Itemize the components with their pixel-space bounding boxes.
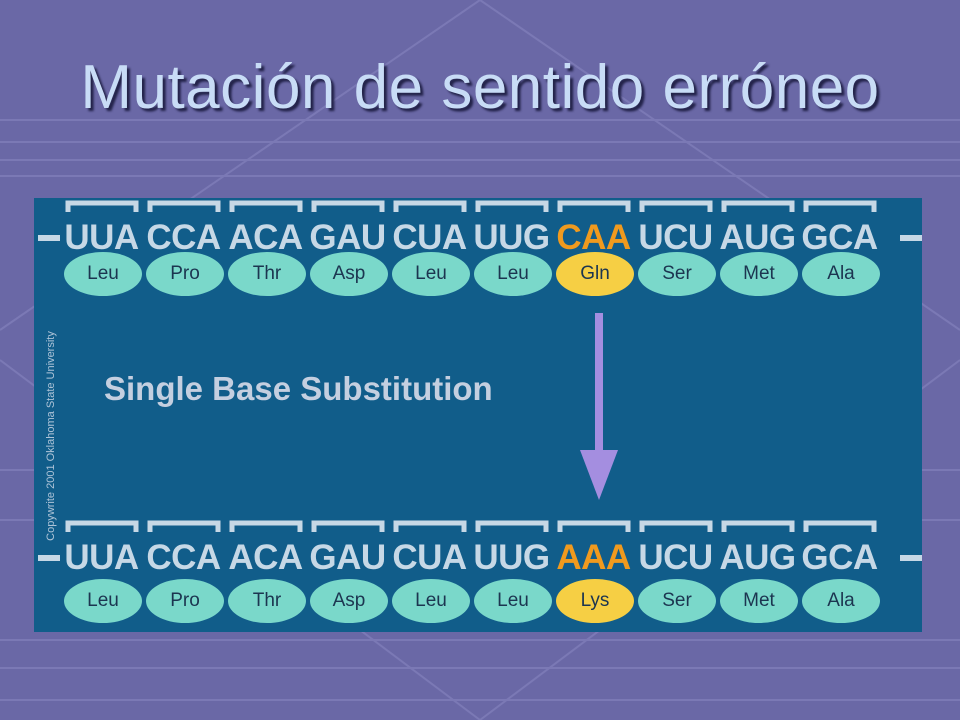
amino-acid: Leu	[64, 579, 142, 623]
amino-acid: Thr	[228, 579, 306, 623]
codon: AUG	[719, 218, 796, 257]
codon-bracket	[721, 200, 795, 212]
codon-bracket	[803, 520, 877, 532]
codon: GCA	[801, 218, 878, 257]
codon-bracket	[311, 520, 385, 532]
amino-acid: Ala	[802, 579, 880, 623]
amino-acid: Ala	[802, 252, 880, 296]
codon: UUG	[473, 218, 550, 257]
codon: CCA	[146, 218, 221, 257]
figure-graphics	[65, 200, 877, 532]
codon-bracket	[393, 520, 467, 532]
codon: GCA	[801, 538, 878, 577]
codon: UUG	[473, 538, 550, 577]
amino-acid: Met	[720, 579, 798, 623]
codon-bracket	[147, 520, 221, 532]
strand-end-dash	[900, 235, 922, 241]
amino-acid: Ser	[638, 252, 716, 296]
mutated-mrna-strand: UUA CCA ACA GAU CUA UUG AAA UCU AUG GCA	[34, 538, 922, 578]
codon-original-highlighted: CAA	[556, 218, 631, 257]
original-amino-acid-row: Leu Pro Thr Asp Leu Leu Gln Ser Met Ala	[34, 252, 922, 298]
codon-bracket	[803, 200, 877, 212]
codon-bracket	[393, 200, 467, 212]
amino-acid-original-highlighted: Gln	[556, 252, 634, 296]
codon: GAU	[309, 218, 386, 257]
codon-bracket	[557, 520, 631, 532]
amino-acid: Asp	[310, 252, 388, 296]
codon: CUA	[392, 538, 467, 577]
amino-acid: Thr	[228, 252, 306, 296]
codon: GAU	[309, 538, 386, 577]
amino-acid: Leu	[474, 252, 552, 296]
amino-acid: Pro	[146, 579, 224, 623]
amino-acid: Leu	[474, 579, 552, 623]
codon: ACA	[228, 538, 303, 577]
codon-bracket	[557, 200, 631, 212]
down-arrow	[580, 313, 618, 500]
mutation-figure: UUA CCA ACA GAU CUA UUG CAA UCU AUG GCA …	[34, 198, 922, 632]
slide-title: Mutación de sentido erróneo	[80, 53, 880, 122]
codon-mutated-highlighted: AAA	[556, 538, 631, 577]
codon-bracket	[65, 200, 139, 212]
strand-end-dash	[900, 555, 922, 561]
amino-acid: Asp	[310, 579, 388, 623]
codon: CUA	[392, 218, 467, 257]
codon-bracket	[311, 200, 385, 212]
codon-bracket	[229, 200, 303, 212]
codon-bracket	[475, 200, 549, 212]
amino-acid: Met	[720, 252, 798, 296]
amino-acid: Leu	[392, 579, 470, 623]
mutated-amino-acid-row: Leu Pro Thr Asp Leu Leu Lys Ser Met Ala	[34, 579, 922, 625]
codon: AUG	[719, 538, 796, 577]
codon-bracket	[65, 520, 139, 532]
codon-bracket	[639, 520, 713, 532]
codon: ACA	[228, 218, 303, 257]
codon: CCA	[146, 538, 221, 577]
codon: UUA	[64, 218, 139, 257]
strand-end-dash	[38, 555, 60, 561]
codon-bracket	[721, 520, 795, 532]
amino-acid: Leu	[392, 252, 470, 296]
substitution-label: Single Base Substitution	[104, 370, 493, 407]
codon-bracket	[147, 200, 221, 212]
amino-acid: Ser	[638, 579, 716, 623]
amino-acid: Pro	[146, 252, 224, 296]
original-mrna-strand: UUA CCA ACA GAU CUA UUG CAA UCU AUG GCA	[34, 218, 922, 258]
codon: UCU	[638, 538, 713, 577]
amino-acid: Leu	[64, 252, 142, 296]
amino-acid-mutated-highlighted: Lys	[556, 579, 634, 623]
codon-bracket	[475, 520, 549, 532]
codon-bracket	[639, 200, 713, 212]
codon: UCU	[638, 218, 713, 257]
codon: UUA	[64, 538, 139, 577]
strand-end-dash	[38, 235, 60, 241]
copyright-text: Copywrite 2001 Oklahoma State University	[45, 331, 57, 541]
codon-bracket	[229, 520, 303, 532]
